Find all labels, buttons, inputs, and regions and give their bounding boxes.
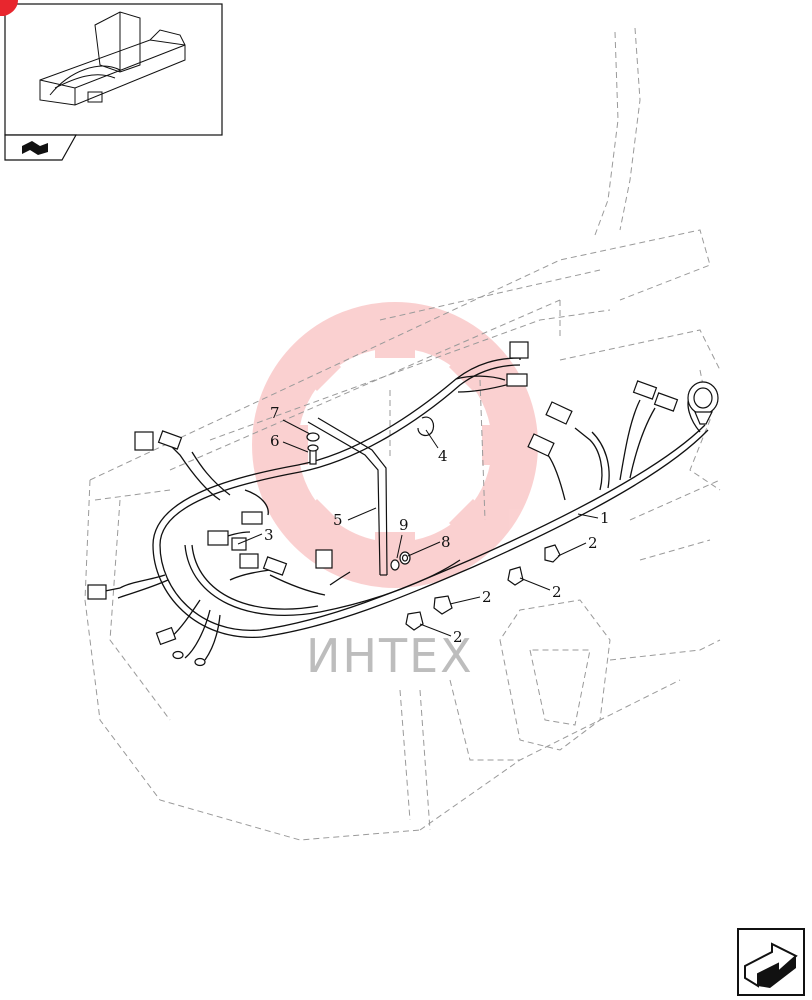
leader-lines — [237, 419, 599, 637]
connector — [155, 626, 177, 646]
callout-9: 9 — [399, 516, 409, 534]
callout-7: 7 — [270, 404, 280, 422]
connector — [653, 392, 679, 412]
wiring-harness — [99, 352, 709, 661]
harness-connectors — [87, 341, 679, 646]
callout-6: 6 — [270, 432, 280, 450]
bolt-and-washer — [306, 432, 320, 465]
callout-2: 2 — [588, 534, 598, 552]
next-page-arrow-icon[interactable] — [737, 928, 805, 996]
callout-8: 8 — [441, 533, 451, 551]
machine-frame-thumbnail — [39, 11, 186, 106]
connector — [207, 530, 229, 546]
connector — [509, 341, 529, 359]
callout-2: 2 — [552, 583, 562, 601]
connector — [157, 430, 183, 450]
connector — [87, 584, 107, 600]
connector — [134, 431, 154, 451]
callouts: 7 6 4 5 9 8 1 3 2 2 2 2 — [264, 404, 610, 646]
callout-2: 2 — [482, 588, 492, 606]
washers — [390, 551, 411, 571]
ground-strap — [307, 417, 388, 576]
watermark-gear — [252, 302, 538, 588]
connector — [545, 401, 573, 425]
connector — [241, 511, 263, 525]
callout-1: 1 — [600, 509, 610, 527]
round-connector — [687, 381, 719, 425]
watermark-text: ИНТЕХ — [306, 629, 474, 683]
thumbnail-panel — [0, 0, 223, 161]
cable-clamps — [405, 544, 561, 631]
connector — [315, 549, 333, 569]
previous-page-arrow-icon[interactable] — [22, 141, 48, 155]
machine-outline-ghost — [84, 27, 721, 841]
connector — [262, 556, 288, 576]
callout-4: 4 — [438, 447, 448, 465]
callout-3: 3 — [264, 526, 274, 544]
connector — [239, 553, 259, 569]
ring-terminals — [172, 650, 206, 667]
callout-2: 2 — [453, 628, 463, 646]
badge-icon — [0, 0, 18, 16]
callout-5: 5 — [333, 511, 343, 529]
connector — [632, 380, 658, 400]
connector — [506, 373, 528, 387]
connector — [527, 433, 555, 457]
clip-ring — [417, 416, 435, 437]
